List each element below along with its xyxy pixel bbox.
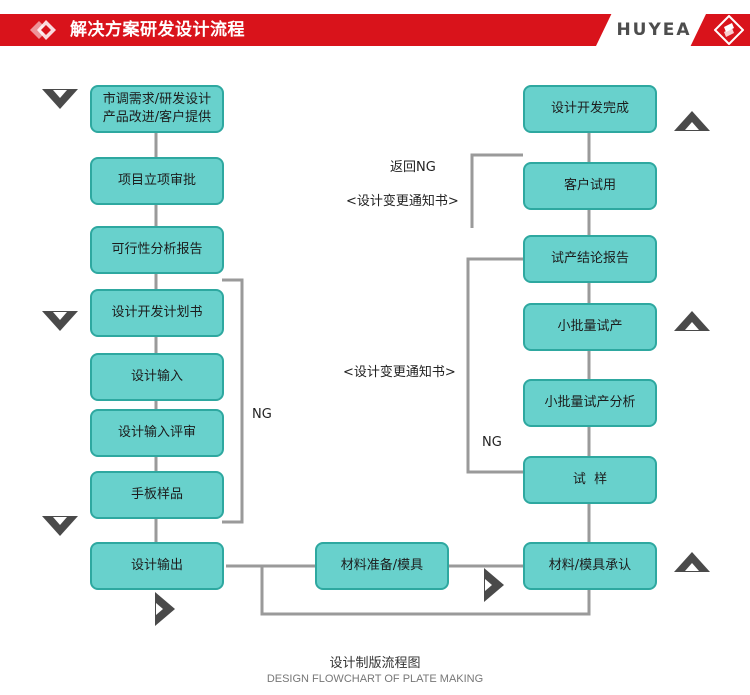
node-project-approval: 项目立项审批 — [90, 157, 224, 205]
ng-label-right: NG — [482, 435, 502, 450]
caption-english: DESIGN FLOWCHART OF PLATE MAKING — [266, 673, 484, 685]
return-ng-label: 返回NG — [390, 160, 436, 175]
node-customer-trial: 客户试用 — [523, 162, 657, 210]
node-small-batch-analysis: 小批量试产分析 — [523, 379, 657, 427]
node-small-batch-trial: 小批量试产 — [523, 303, 657, 351]
right-arrow-icon — [484, 568, 504, 602]
page-title: 解决方案研发设计流程 — [70, 20, 245, 40]
node-feasibility-report: 可行性分析报告 — [90, 226, 224, 274]
right-ng-loop-line — [466, 257, 523, 474]
header-bar: 解决方案研发设计流程 HUYEA — [0, 14, 750, 46]
logo-plate — [596, 14, 706, 46]
node-trial-sample: 试 样 — [523, 456, 657, 504]
right-arrow-icon — [155, 592, 175, 626]
node-trial-conclusion-report: 试产结论报告 — [523, 235, 657, 283]
node-design-output: 设计输出 — [90, 542, 224, 590]
up-arrow-icon — [674, 311, 710, 331]
node-design-input-review: 设计输入评审 — [90, 409, 224, 457]
down-arrow-icon — [42, 89, 78, 109]
node-design-input: 设计输入 — [90, 353, 224, 401]
node-dev-complete: 设计开发完成 — [523, 85, 657, 133]
node-prototype-sample: 手板样品 — [90, 471, 224, 519]
huyea-badge-icon — [714, 15, 744, 45]
down-arrow-icon — [42, 311, 78, 331]
node-material-approval: 材料/模具承认 — [523, 542, 657, 590]
brand-logo: HUYEA — [616, 20, 692, 40]
change-notice-label-mid: <设计变更通知书> — [343, 365, 456, 380]
ng-label-left: NG — [252, 407, 272, 422]
node-dev-plan: 设计开发计划书 — [90, 289, 224, 337]
node-material-preparation: 材料准备/模具 — [315, 542, 449, 590]
red-diamonds-icon — [30, 20, 56, 40]
bottom-bypass-line — [260, 566, 591, 616]
node-market-research: 市调需求/研发设计 产品改进/客户提供 — [90, 85, 224, 133]
change-notice-label-top: <设计变更通知书> — [346, 194, 459, 209]
up-arrow-icon — [674, 111, 710, 131]
caption-chinese: 设计制版流程图 — [329, 656, 421, 671]
return-ng-line — [470, 153, 523, 228]
left-ng-loop-line — [222, 278, 244, 524]
up-arrow-icon — [674, 552, 710, 572]
down-arrow-icon — [42, 516, 78, 536]
